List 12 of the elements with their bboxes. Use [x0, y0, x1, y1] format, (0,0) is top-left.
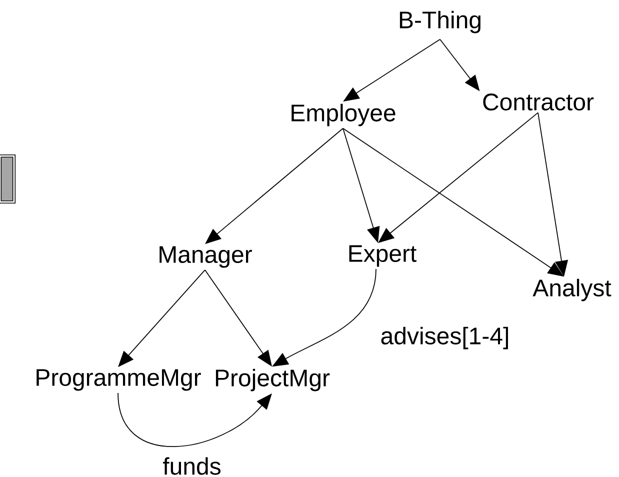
class-label: Employee	[292, 104, 396, 126]
class-label: Manager	[160, 246, 252, 268]
edge-label: advises[1-4]	[379, 326, 511, 350]
class-label: Expert	[349, 245, 416, 267]
class-label: Contractor	[483, 94, 594, 110]
edge-label: funds	[162, 456, 222, 476]
class-label: B-Thing	[400, 10, 480, 34]
class-label: ProjectMgr	[216, 368, 330, 392]
arrow	[118, 392, 272, 448]
box-shape	[0, 154, 16, 204]
class-label: Analyst	[532, 278, 612, 302]
class-label: ProgrammeMgr	[36, 369, 201, 391]
